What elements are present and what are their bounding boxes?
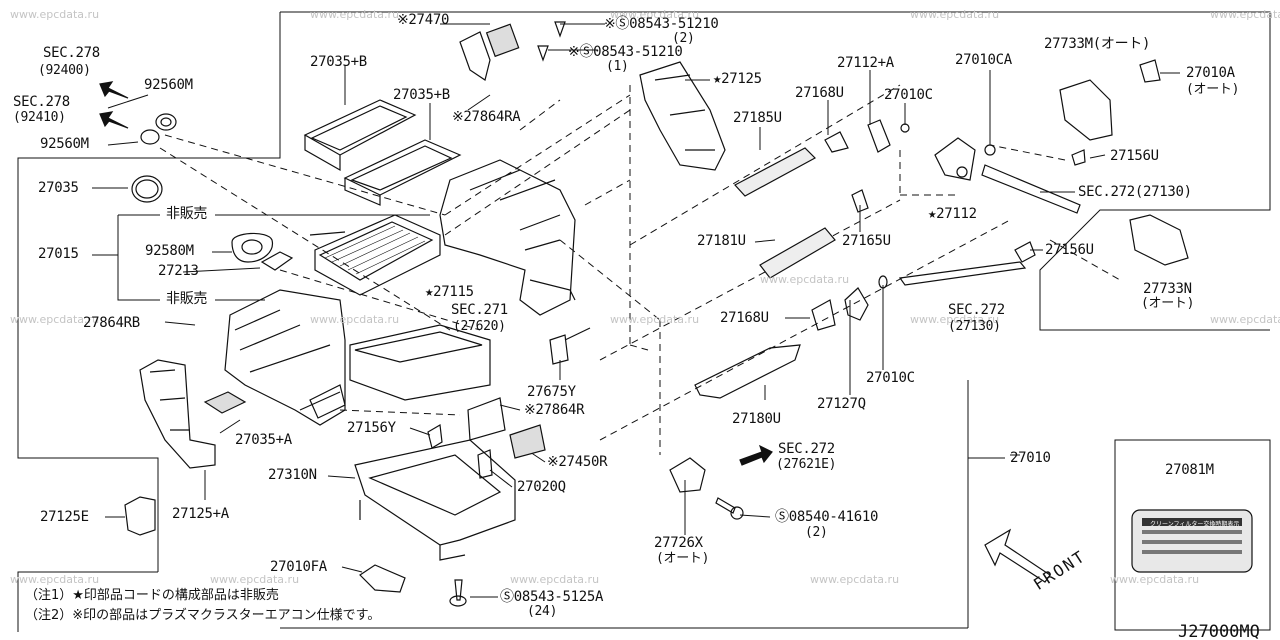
frame-lines <box>17 11 1271 632</box>
qty-label: (24) <box>527 604 558 619</box>
part-label-27726x[interactable]: 27726X <box>654 535 703 551</box>
not-sold-label: 非販売 <box>166 291 208 307</box>
watermark: www.epcdata.ru <box>510 573 600 586</box>
part-label-27180u[interactable]: 27180U <box>732 411 781 427</box>
callout-sec271[interactable]: SEC.271 <box>451 302 508 318</box>
qty-label: (2) <box>805 525 828 540</box>
part-label-27081m[interactable]: 27081M <box>1165 462 1214 478</box>
part-label-27035[interactable]: 27035 <box>38 180 79 196</box>
assembly-dashed-lines <box>159 84 1121 455</box>
note-2: （注2）※印の部品はプラズマクラスターエアコン仕様です。 <box>25 608 381 623</box>
watermark: www.epcdata.ru <box>310 8 400 21</box>
part-label-27035b[interactable]: 27035+B <box>310 54 367 70</box>
part-label-27156y[interactable]: 27156Y <box>347 420 396 436</box>
part-label-27010fa[interactable]: 27010FA <box>270 559 327 575</box>
part-label-27112a[interactable]: 27112+A <box>837 55 894 71</box>
part-label-27156u[interactable]: 27156U <box>1045 242 1094 258</box>
watermark: www.epcdata.ru <box>610 313 700 326</box>
part-label-27127q[interactable]: 27127Q <box>817 396 866 412</box>
watermark: www.epcdata.ru <box>760 273 850 286</box>
part-label-27010ca[interactable]: 27010CA <box>955 52 1012 68</box>
part-label-92560m[interactable]: 92560M <box>144 77 193 93</box>
part-label-08540-41610[interactable]: Ⓢ08540-41610 <box>775 509 879 525</box>
not-sold-label: 非販売 <box>166 206 208 222</box>
part-label-27675y[interactable]: 27675Y <box>527 384 576 400</box>
part-label-27213[interactable]: 27213 <box>158 263 199 279</box>
callout-sec278-b[interactable]: SEC.278 <box>13 94 70 110</box>
option-label: (オート) <box>1186 82 1240 97</box>
part-label-27125e[interactable]: 27125E <box>40 509 89 525</box>
callout-sec272-sub: (27130) <box>948 319 1001 334</box>
part-label-27165u[interactable]: 27165U <box>842 233 891 249</box>
watermark: www.epcdata.ru <box>910 313 1000 326</box>
part-label-08543-5125a[interactable]: Ⓢ08543-5125A <box>500 589 604 605</box>
part-label-27010c[interactable]: 27010C <box>866 370 915 386</box>
watermark: www.epcdata.ru <box>10 8 100 21</box>
part-label-27112[interactable]: ★27112 <box>928 206 977 222</box>
part-label-27864rb[interactable]: 27864RB <box>83 315 140 331</box>
watermark: www.epcdata.ru <box>310 313 400 326</box>
watermark: www.epcdata.ru <box>610 8 700 21</box>
callout-sec278-a-sub: (92400) <box>38 63 91 78</box>
part-label-27156u[interactable]: 27156U <box>1110 148 1159 164</box>
callout-sec272[interactable]: SEC.272 <box>948 302 1005 318</box>
leader-lines <box>92 23 1180 598</box>
watermark: www.epcdata.ru <box>1110 573 1200 586</box>
part-label-27181u[interactable]: 27181U <box>697 233 746 249</box>
watermark: www.epcdata.ru <box>10 313 100 326</box>
part-label-27168u[interactable]: 27168U <box>795 85 844 101</box>
part-label-27035a[interactable]: 27035+A <box>235 432 292 448</box>
part-label-27864r[interactable]: ※27864R <box>524 402 585 418</box>
part-label-27185u[interactable]: 27185U <box>733 110 782 126</box>
part-label-27010c[interactable]: 27010C <box>884 87 933 103</box>
diagram-code: J27000MQ <box>1178 622 1260 640</box>
sticker-text: クリーンフィルター交換時期表示 <box>1150 521 1240 528</box>
callout-sec272-27130[interactable]: SEC.272(27130) <box>1078 184 1192 200</box>
part-outlines <box>99 21 1253 607</box>
callout-sec271-sub: (27620) <box>453 319 506 334</box>
callout-sec278-b-sub: (92410) <box>13 110 66 125</box>
callout-sec278-a[interactable]: SEC.278 <box>43 45 100 61</box>
part-label-92580m[interactable]: 92580M <box>145 243 194 259</box>
part-label-27864ra[interactable]: ※27864RA <box>452 109 521 125</box>
option-label: (オート) <box>1141 296 1195 311</box>
part-label-27015[interactable]: 27015 <box>38 246 79 262</box>
watermark: www.epcdata.ru <box>210 573 300 586</box>
option-label: (オート) <box>656 551 710 566</box>
part-label-92560m[interactable]: 92560M <box>40 136 89 152</box>
watermark: www.epcdata.ru <box>10 573 100 586</box>
part-label-27125a[interactable]: 27125+A <box>172 506 229 522</box>
part-label-27733m[interactable]: 27733M(オート) <box>1044 36 1151 52</box>
part-label-27310n[interactable]: 27310N <box>268 467 317 483</box>
qty-label: (2) <box>672 31 695 46</box>
watermark: www.epcdata.ru <box>1210 8 1280 21</box>
watermark: www.epcdata.ru <box>910 8 1000 21</box>
part-label-08543-51210[interactable]: ※Ⓢ08543-51210 <box>568 44 683 60</box>
part-label-27020q[interactable]: 27020Q <box>517 479 566 495</box>
part-label-27010a[interactable]: 27010A <box>1186 65 1235 81</box>
part-label-08543-51210[interactable]: ※Ⓢ08543-51210 <box>604 16 719 32</box>
part-label-27115[interactable]: ★27115 <box>425 284 474 300</box>
part-label-27168u[interactable]: 27168U <box>720 310 769 326</box>
part-label-27010[interactable]: 27010 <box>1010 450 1051 466</box>
part-label-27733n[interactable]: 27733N <box>1143 281 1192 297</box>
qty-label: (1) <box>606 59 629 74</box>
watermark: www.epcdata.ru <box>810 573 900 586</box>
part-label-27035b[interactable]: 27035+B <box>393 87 450 103</box>
part-label-27450r[interactable]: ※27450R <box>547 454 608 470</box>
part-label-27470[interactable]: ※27470 <box>397 12 450 28</box>
watermark: www.epcdata.ru <box>1210 313 1280 326</box>
part-label-27125[interactable]: ★27125 <box>713 71 762 87</box>
callout-sec272-27621e-sub: (27621E) <box>776 457 837 472</box>
note-1: （注1）★印部品コードの構成部品は非販売 <box>25 588 279 603</box>
callout-sec272-27621e[interactable]: SEC.272 <box>778 441 835 457</box>
